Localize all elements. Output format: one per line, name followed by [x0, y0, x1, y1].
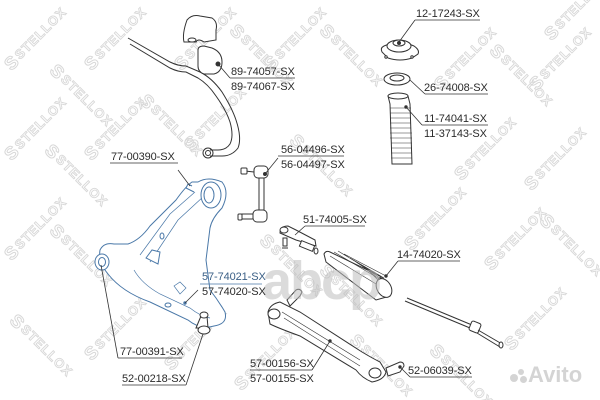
label-steering-boot: 14-74020-SX — [397, 249, 461, 261]
avito-logo-icon — [510, 368, 528, 384]
label-boot-1: 11-74041-SX — [424, 113, 487, 125]
steering-rack-boot — [323, 250, 393, 301]
leader-line — [405, 106, 423, 126]
leader-line — [385, 260, 399, 277]
label-rear-arm-2: 57-00155-SX — [250, 373, 314, 385]
label-control-arm-2: 57-74020-SX — [202, 286, 266, 298]
label-arm-bushing-front: 77-00390-SX — [111, 151, 175, 163]
stabilizer-bar — [127, 37, 241, 159]
leader-line — [398, 19, 416, 43]
label-stab-link-2: 56-04497-SX — [281, 159, 345, 171]
leader-line — [399, 366, 411, 378]
front-lower-control-arm — [94, 178, 227, 328]
label-ball-joint: 52-00218-SX — [122, 373, 186, 385]
leader-line — [185, 333, 204, 386]
strut-mount — [380, 39, 419, 61]
avito-wordmark: Avito — [528, 362, 583, 387]
leader-line — [311, 340, 331, 371]
label-rear-ball-joint: 52-06039-SX — [408, 365, 472, 377]
leader-line — [100, 264, 119, 359]
label-bearing: 26-74008-SX — [424, 82, 488, 94]
label-stab-bushing-1: 89-74057-SX — [231, 66, 295, 78]
label-tie-rod-end: 51-74005-SX — [303, 214, 367, 226]
label-stab-bushing-2: 89-74067-SX — [231, 81, 295, 93]
label-rear-arm-1: 57-00156-SX — [250, 358, 314, 370]
strut-dust-boot — [387, 92, 413, 165]
stabilizer-bracket — [182, 15, 217, 43]
tie-rod-end — [279, 225, 319, 255]
leader-line — [217, 63, 231, 79]
label-arm-bushing-rear: 77-00391-SX — [120, 346, 184, 358]
abcp-watermark: abcp — [262, 251, 382, 311]
leader-line — [264, 157, 279, 175]
front-ball-joint — [195, 311, 211, 335]
label-boot-2: 11-37143-SX — [424, 128, 487, 140]
leader-line — [294, 225, 306, 236]
stabilizer-link — [237, 165, 269, 223]
leader-line — [409, 79, 426, 95]
stabilizer-bushing — [197, 45, 223, 75]
leader-line — [177, 169, 191, 187]
label-stab-link-1: 56-04496-SX — [281, 144, 345, 156]
label-control-arm-1: 57-74021-SX — [202, 271, 266, 283]
leader-line — [184, 289, 199, 304]
label-strut-mount: 12-17243-SX — [416, 8, 480, 20]
strut-bearing — [383, 72, 411, 86]
rear-lower-arm — [267, 288, 405, 383]
avito-watermark: Avito — [510, 362, 582, 388]
inner-tie-rod — [404, 297, 504, 349]
